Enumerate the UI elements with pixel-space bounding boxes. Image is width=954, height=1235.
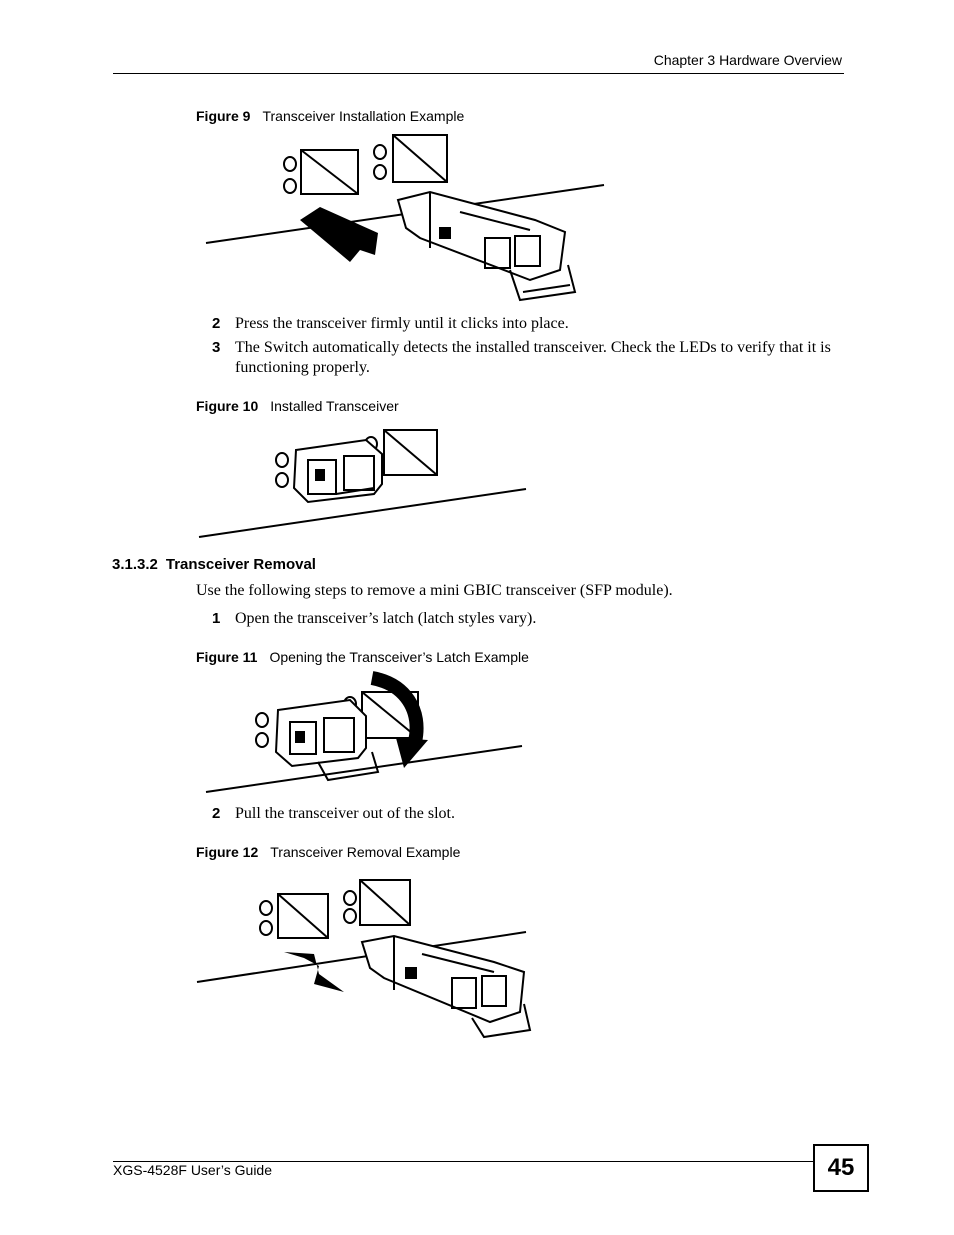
figure-11-illustration xyxy=(200,670,530,800)
figure-label: Figure 10 xyxy=(196,398,259,414)
guide-title: XGS-4528F User’s Guide xyxy=(113,1162,272,1178)
figure-9-caption: Figure 9 Transceiver Installation Example xyxy=(196,108,464,124)
figure-11-caption: Figure 11 Opening the Transceiver’s Latch… xyxy=(196,649,529,665)
header-rule xyxy=(113,73,844,74)
page-number: 45 xyxy=(813,1144,869,1192)
figure-12-illustration xyxy=(194,872,534,1047)
figure-title: Opening the Transceiver’s Latch Example xyxy=(269,649,529,665)
chapter-header: Chapter 3 Hardware Overview xyxy=(653,52,842,68)
figure-10-illustration xyxy=(196,422,531,542)
removal-intro: Use the following steps to remove a mini… xyxy=(196,582,673,599)
footer-rule xyxy=(113,1161,813,1162)
figure-title: Installed Transceiver xyxy=(270,398,399,414)
figure-10-caption: Figure 10 Installed Transceiver xyxy=(196,398,399,414)
figure-label: Figure 12 xyxy=(196,844,259,860)
figure-label: Figure 11 xyxy=(196,649,258,665)
figure-title: Transceiver Removal Example xyxy=(270,844,461,860)
figure-title: Transceiver Installation Example xyxy=(262,108,465,124)
figure-label: Figure 9 xyxy=(196,108,251,124)
figure-12-caption: Figure 12 Transceiver Removal Example xyxy=(196,844,460,860)
figure-9-illustration xyxy=(200,130,610,310)
